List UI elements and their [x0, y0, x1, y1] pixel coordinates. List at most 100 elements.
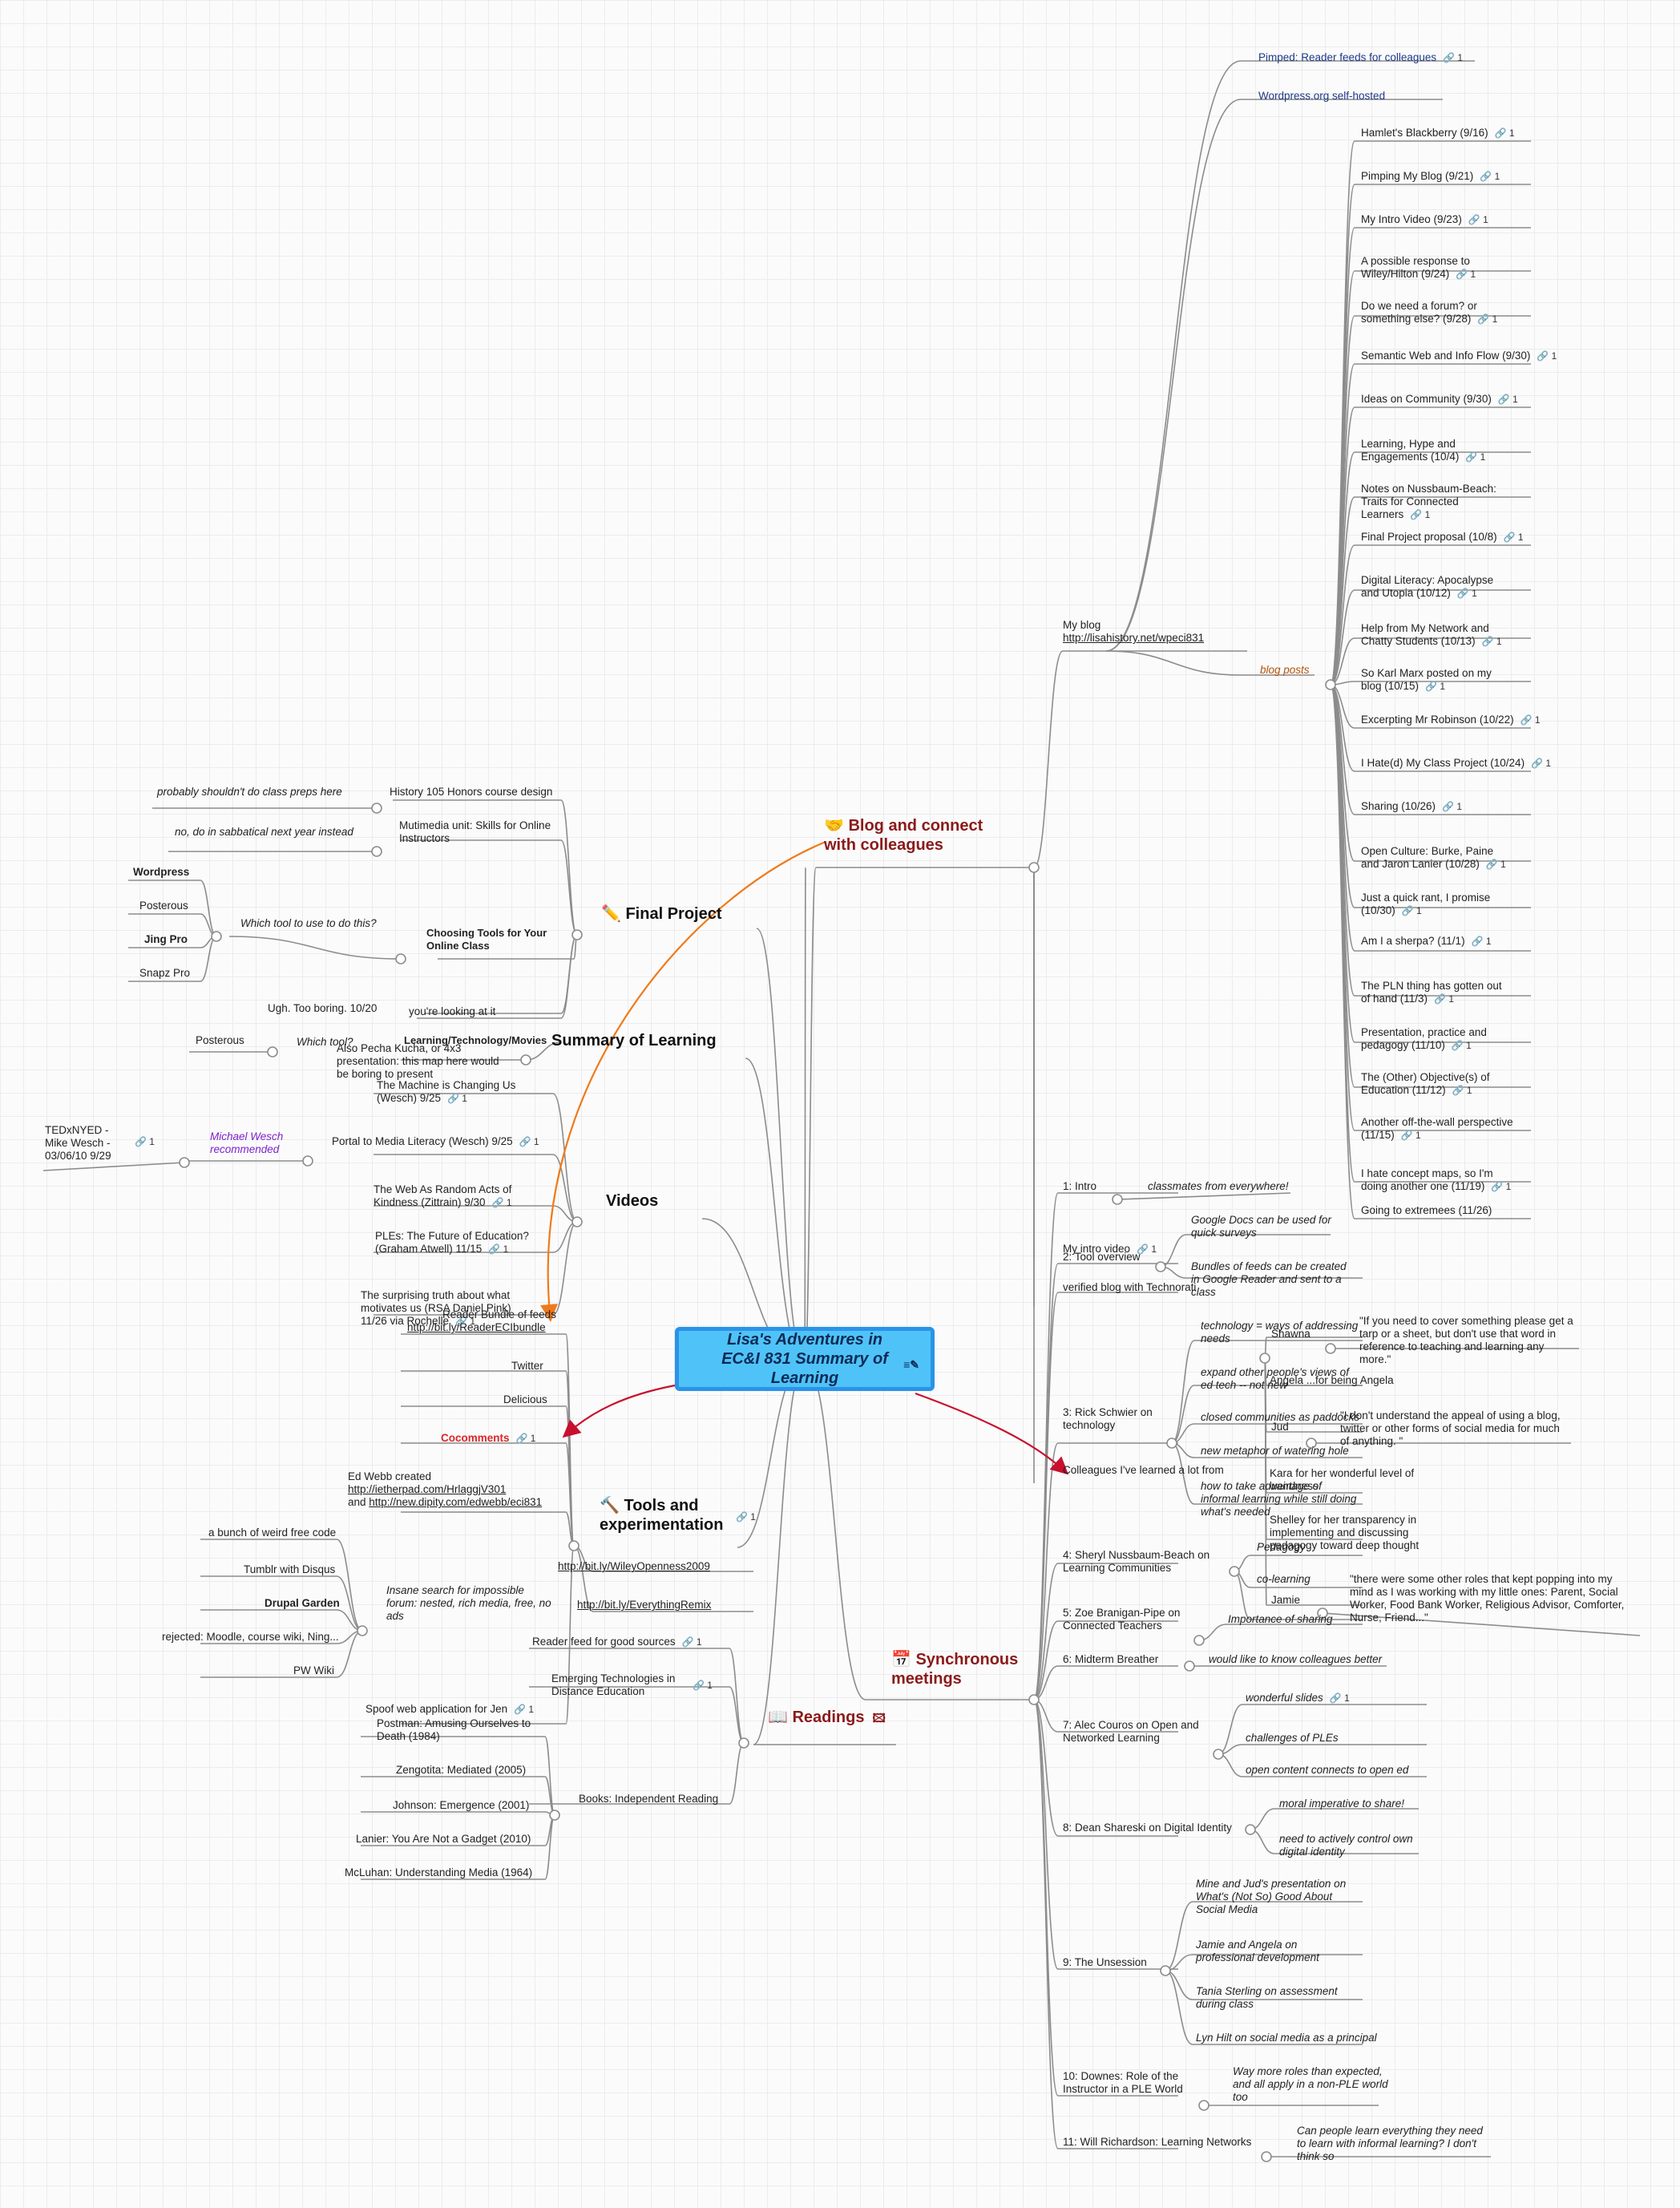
forum-weird-code[interactable]: a bunch of weird free code	[208, 1527, 337, 1539]
meeting-7-couros[interactable]: 7: Alec Couros on Open and Networked Lea…	[1063, 1719, 1199, 1744]
meeting-2-tool-overview[interactable]: 2: Tool overview	[1063, 1251, 1141, 1263]
multimedia-unit[interactable]: Mutimedia unit: Skills for Online Instru…	[399, 819, 551, 844]
blog-post-item[interactable]: A possible response to Wiley/Hilton (9/2…	[1361, 255, 1476, 280]
history-course[interactable]: History 105 Honors course design	[390, 786, 553, 798]
tool-delicious[interactable]: Delicious	[503, 1393, 547, 1405]
blog-post-item[interactable]: So Karl Marx posted on my blog (10/15)🔗 …	[1361, 667, 1492, 692]
branch-sync[interactable]: 📅 Synchronous meetings	[891, 1651, 1019, 1688]
choosing-tools[interactable]: Choosing Tools for Your Online Class	[426, 927, 547, 952]
colleague-kara[interactable]: Kara for her wonderful level of weirdnes…	[1270, 1467, 1415, 1492]
meeting-9-unsession[interactable]: 9: The Unsession	[1063, 1956, 1147, 1968]
blog-post-item[interactable]: Sharing (10/26)🔗 1	[1361, 800, 1463, 812]
spoof-app[interactable]: Spoof web application for Jen🔗 1	[365, 1703, 535, 1715]
forum-rejected[interactable]: rejected: Moodle, course wiki, Ning...	[162, 1631, 339, 1643]
branch-readings[interactable]: 📖 Readings🖾	[768, 1709, 886, 1726]
blog-post-item[interactable]: Help from My Network and Chatty Students…	[1361, 622, 1502, 647]
forum-tumblr[interactable]: Tumblr with Disqus	[244, 1563, 336, 1575]
technorati[interactable]: verified blog with Technorati	[1063, 1281, 1197, 1293]
blog-post-item[interactable]: Learning, Hype and Engagements (10/4)🔗 1	[1361, 438, 1486, 463]
meeting-8-shareski[interactable]: 8: Dean Shareski on Digital Identity	[1063, 1822, 1232, 1834]
summary-posterous[interactable]: Posterous	[196, 1034, 244, 1046]
blog-post-item[interactable]: Am I a sherpa? (11/1)🔗 1	[1361, 935, 1492, 947]
tool-snapz-pro[interactable]: Snapz Pro	[139, 967, 191, 979]
tedx-link[interactable]: 🔗 1	[128, 1135, 155, 1148]
blog-post-item[interactable]: Excerpting Mr Robinson (10/22)🔗 1	[1361, 714, 1541, 726]
pimped-reader-feeds[interactable]: Pimped: Reader feeds for colleagues🔗 1	[1258, 51, 1464, 63]
tool-jing-pro[interactable]: Jing Pro	[144, 933, 188, 945]
blog-post-item[interactable]: Digital Literacy: Apocalypse and Utopia …	[1361, 574, 1494, 599]
reader-bundle-url[interactable]: http://bit.ly/ReaderECIbundle	[407, 1321, 546, 1333]
my-blog-url[interactable]: http://lisahistory.net/wpeci831	[1063, 632, 1205, 644]
video-portal[interactable]: Portal to Media Literacy (Wesch) 9/25🔗 1	[332, 1135, 539, 1147]
central-topic[interactable]: Lisa's Adventures in EC&I 831 Summary of…	[675, 1327, 935, 1391]
blog-post-item[interactable]: I hate concept maps, so I'm doing anothe…	[1361, 1167, 1512, 1192]
colleague-jud[interactable]: Jud	[1271, 1421, 1289, 1433]
video-machine[interactable]: The Machine is Changing Us (Wesch) 9/25🔗…	[377, 1079, 516, 1104]
tool-twitter[interactable]: Twitter	[511, 1360, 543, 1372]
blog-post-item[interactable]: Do we need a forum? or something else? (…	[1361, 300, 1498, 325]
tools-link-badge[interactable]: 🔗 1	[729, 1510, 756, 1523]
tool-posterous[interactable]: Posterous	[139, 900, 188, 912]
blog-post-item[interactable]: Semantic Web and Info Flow (9/30)🔗 1	[1361, 350, 1557, 362]
blog-post-item[interactable]: Another off-the-wall perspective (11/15)…	[1361, 1116, 1513, 1141]
meeting-6-midterm[interactable]: 6: Midterm Breather	[1063, 1653, 1159, 1665]
books-reading[interactable]: Books: Independent Reading	[579, 1793, 719, 1805]
colleague-angela[interactable]: Angela ...for being Angela	[1270, 1374, 1394, 1386]
ugh-boring[interactable]: Ugh. Too boring. 10/20	[268, 1002, 378, 1014]
blog-post-item[interactable]: Pimping My Blog (9/21)🔗 1	[1361, 170, 1500, 182]
video-surprising[interactable]: The surprising truth about what motivate…	[361, 1289, 511, 1327]
branch-blog[interactable]: 🤝 Blog and connect with colleagues	[824, 817, 983, 854]
blog-post-item[interactable]: Notes on Nussbaum-Beach: Traits for Conn…	[1361, 483, 1496, 520]
wordpress-self-hosted[interactable]: Wordpress.org self-hosted	[1258, 90, 1386, 102]
meeting-1-intro[interactable]: 1: Intro	[1063, 1180, 1097, 1192]
blog-post-item[interactable]: Just a quick rant, I promise (10/30)🔗 1	[1361, 892, 1491, 916]
dipity-url[interactable]: http://new.dipity.com/edwebb/eci831	[369, 1496, 543, 1508]
everything-remix-link[interactable]: http://bit.ly/EverythingRemix	[577, 1599, 712, 1611]
youre-looking[interactable]: you're looking at it	[409, 1005, 496, 1017]
blog-post-item[interactable]: Hamlet's Blackberry (9/16)🔗 1	[1361, 127, 1515, 139]
emerging-link[interactable]: 🔗 1	[686, 1679, 713, 1692]
forum-pw-wiki[interactable]: PW Wiki	[293, 1664, 334, 1676]
blog-post-item[interactable]: The PLN thing has gotten out of hand (11…	[1361, 980, 1502, 1005]
video-random-acts[interactable]: The Web As Random Acts of Kindness (Zitt…	[374, 1183, 512, 1208]
branch-tools[interactable]: 🔨 Tools and experimentation	[600, 1497, 724, 1534]
book-postman[interactable]: Postman: Amusing Ourselves to Death (198…	[377, 1717, 531, 1742]
wiley-openness-link[interactable]: http://bit.ly/WileyOpenness2009	[558, 1560, 710, 1572]
emerging-tech[interactable]: Emerging Technologies in Distance Educat…	[551, 1672, 676, 1697]
video-tedx[interactable]: TEDxNYED - Mike Wesch - 03/06/10 9/29	[45, 1124, 111, 1162]
video-ples[interactable]: PLEs: The Future of Education? (Graham A…	[375, 1230, 529, 1255]
blog-post-item[interactable]: I Hate(d) My Class Project (10/24)🔗 1	[1361, 757, 1552, 769]
tool-wordpress[interactable]: Wordpress	[133, 866, 190, 878]
blog-post-item[interactable]: Ideas on Community (9/30)🔗 1	[1361, 393, 1518, 405]
pecha-kucha[interactable]: Also Pecha Kucha, or 4x3 presentation: t…	[337, 1042, 499, 1080]
forum-drupal[interactable]: Drupal Garden	[265, 1597, 340, 1609]
branch-final-project[interactable]: ✏️ Final Project	[601, 905, 722, 923]
blog-post-item[interactable]: The (Other) Objective(s) of Education (1…	[1361, 1071, 1490, 1096]
colleague-jamie[interactable]: Jamie	[1271, 1594, 1301, 1606]
meeting-3-schwier[interactable]: 3: Rick Schwier on technology	[1063, 1406, 1153, 1431]
blog-posts[interactable]: blog posts	[1260, 664, 1310, 676]
meeting-10-downes[interactable]: 10: Downes: Role of the Instructor in a …	[1063, 2070, 1183, 2095]
meeting-5-branigan[interactable]: 5: Zoe Branigan-Pipe on Connected Teache…	[1063, 1607, 1181, 1632]
blog-post-item[interactable]: Going to extremees (11/26)	[1361, 1204, 1492, 1216]
book-johnson[interactable]: Johnson: Emergence (2001)	[393, 1799, 530, 1811]
blog-post-item[interactable]: Presentation, practice and pedagogy (11/…	[1361, 1026, 1487, 1051]
book-zengotita[interactable]: Zengotita: Mediated (2005)	[396, 1764, 527, 1776]
colleague-shawna[interactable]: Shawna	[1271, 1328, 1310, 1340]
reader-feed-sources[interactable]: Reader feed for good sources🔗 1	[532, 1636, 702, 1648]
book-lanier[interactable]: Lanier: You Are Not a Gadget (2010)	[356, 1833, 531, 1845]
blog-post-item[interactable]: Open Culture: Burke, Paine and Jaron Lan…	[1361, 845, 1506, 870]
my-intro-video[interactable]: My intro video🔗 1	[1063, 1243, 1157, 1255]
book-mcluhan[interactable]: McLuhan: Understanding Media (1964)	[345, 1866, 533, 1878]
meeting-4-nussbaum[interactable]: 4: Sheryl Nussbaum-Beach on Learning Com…	[1063, 1549, 1210, 1574]
meeting-11-richardson[interactable]: 11: Will Richardson: Learning Networks	[1063, 2136, 1252, 2148]
learning-tech-movies[interactable]: Learning/Technology/Movies	[404, 1034, 547, 1046]
branch-summary[interactable]: Summary of Learning	[551, 1032, 717, 1049]
blog-post-item[interactable]: My Intro Video (9/23)🔗 1	[1361, 213, 1488, 225]
colleague-shelley[interactable]: Shelley for her transparency in implemen…	[1270, 1514, 1420, 1551]
branch-videos[interactable]: Videos	[606, 1192, 659, 1210]
tool-cocomments[interactable]: Cocomments🔗 1	[441, 1432, 536, 1444]
